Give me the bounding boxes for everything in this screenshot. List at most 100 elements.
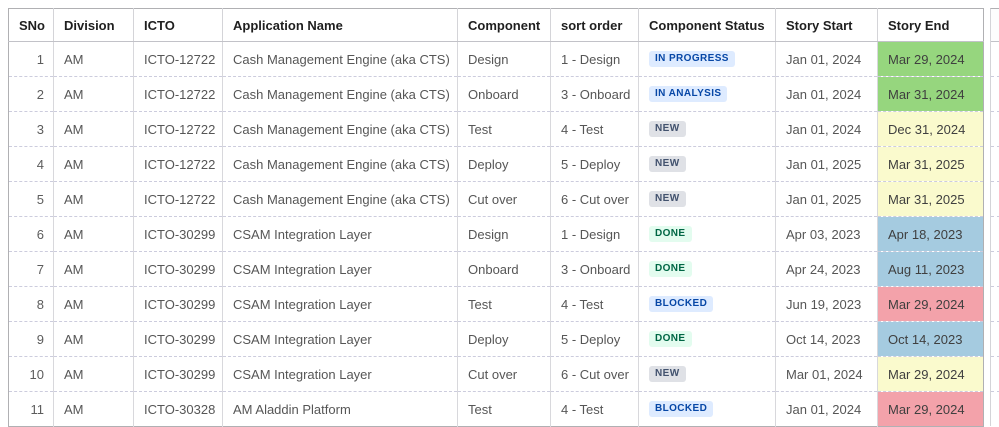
next-column-edge [990,8,999,426]
sno-cell: 9 [8,321,54,357]
story-start-cell: Oct 14, 2023 [775,321,878,357]
next-column-cell-sliver [991,252,999,287]
column-header-story-end[interactable]: Story End [877,8,984,42]
next-column-cell-sliver [991,287,999,322]
story-start-cell: Jan 01, 2024 [775,391,878,427]
sno-cell: 1 [8,41,54,77]
column-header-story-start[interactable]: Story Start [775,8,878,42]
component-status-cell: NEW [638,146,776,182]
component-status-cell: DONE [638,251,776,287]
sno-cell: 2 [8,76,54,112]
application-name-cell: CSAM Integration Layer [222,286,458,322]
status-badge: DONE [649,330,692,348]
column-header-division[interactable]: Division [53,8,134,42]
application-name-cell: CSAM Integration Layer [222,356,458,392]
story-start-cell: Jan 01, 2024 [775,76,878,112]
column-header-sno[interactable]: SNo [8,8,54,42]
division-cell: AM [53,216,134,252]
icto-cell: ICTO-12722 [133,146,223,182]
component-cell: Test [457,111,551,147]
component-status-cell: BLOCKED [638,286,776,322]
component-cell: Onboard [457,76,551,112]
icto-cell: ICTO-30299 [133,216,223,252]
status-badge: NEW [649,155,686,173]
sort-order-cell: 6 - Cut over [550,181,639,217]
sort-order-cell: 1 - Design [550,41,639,77]
component-cell: Deploy [457,321,551,357]
icto-cell: ICTO-30299 [133,321,223,357]
table-row: 5 AM ICTO-12722 Cash Management Engine (… [8,181,984,217]
table-row: 7 AM ICTO-30299 CSAM Integration Layer O… [8,251,984,287]
component-status-cell: IN PROGRESS [638,41,776,77]
division-cell: AM [53,76,134,112]
table-body: 1 AM ICTO-12722 Cash Management Engine (… [8,41,984,427]
column-header-sort-order[interactable]: sort order [550,8,639,42]
component-status-cell: DONE [638,216,776,252]
column-header-component-status[interactable]: Component Status [638,8,776,42]
next-column-cell-sliver [991,182,999,217]
story-end-cell: Mar 31, 2024 [877,76,984,112]
status-badge: NEW [649,190,686,208]
status-badge: IN ANALYSIS [649,85,728,103]
next-column-cell-sliver [991,357,999,392]
application-name-cell: CSAM Integration Layer [222,216,458,252]
story-start-cell: Mar 01, 2024 [775,356,878,392]
table-row: 11 AM ICTO-30328 AM Aladdin Platform Tes… [8,391,984,427]
table-row: 1 AM ICTO-12722 Cash Management Engine (… [8,41,984,77]
division-cell: AM [53,356,134,392]
sort-order-cell: 5 - Deploy [550,321,639,357]
sno-cell: 11 [8,391,54,427]
table-row: 9 AM ICTO-30299 CSAM Integration Layer D… [8,321,984,357]
story-start-cell: Apr 03, 2023 [775,216,878,252]
division-cell: AM [53,146,134,182]
application-name-cell: AM Aladdin Platform [222,391,458,427]
component-cell: Deploy [457,146,551,182]
sno-cell: 8 [8,286,54,322]
icto-cell: ICTO-12722 [133,76,223,112]
application-name-cell: CSAM Integration Layer [222,321,458,357]
sort-order-cell: 1 - Design [550,216,639,252]
story-start-cell: Jan 01, 2025 [775,181,878,217]
story-end-cell: Mar 31, 2025 [877,181,984,217]
component-status-cell: NEW [638,181,776,217]
icto-cell: ICTO-12722 [133,181,223,217]
sort-order-cell: 4 - Test [550,111,639,147]
sno-cell: 10 [8,356,54,392]
component-status-cell: IN ANALYSIS [638,76,776,112]
component-cell: Onboard [457,251,551,287]
column-header-component[interactable]: Component [457,8,551,42]
story-end-cell: Mar 29, 2024 [877,391,984,427]
sort-order-cell: 4 - Test [550,391,639,427]
story-end-cell: Aug 11, 2023 [877,251,984,287]
sno-cell: 5 [8,181,54,217]
next-column-header-sliver [991,9,999,42]
sort-order-cell: 6 - Cut over [550,356,639,392]
application-name-cell: Cash Management Engine (aka CTS) [222,111,458,147]
header-row: SNo Division ICTO Application Name Compo… [8,8,984,42]
sort-order-cell: 4 - Test [550,286,639,322]
status-badge: BLOCKED [649,400,714,418]
table-row: 6 AM ICTO-30299 CSAM Integration Layer D… [8,216,984,252]
application-name-cell: CSAM Integration Layer [222,251,458,287]
component-cell: Test [457,391,551,427]
project-status-table: SNo Division ICTO Application Name Compo… [8,8,984,427]
status-badge: BLOCKED [649,295,714,313]
icto-cell: ICTO-12722 [133,111,223,147]
sort-order-cell: 3 - Onboard [550,251,639,287]
component-cell: Test [457,286,551,322]
story-end-cell: Dec 31, 2024 [877,111,984,147]
component-cell: Design [457,41,551,77]
story-end-cell: Mar 29, 2024 [877,356,984,392]
table-row: 3 AM ICTO-12722 Cash Management Engine (… [8,111,984,147]
column-header-application-name[interactable]: Application Name [222,8,458,42]
column-header-icto[interactable]: ICTO [133,8,223,42]
application-name-cell: Cash Management Engine (aka CTS) [222,146,458,182]
next-column-cell-sliver [991,392,999,426]
story-start-cell: Jan 01, 2024 [775,41,878,77]
status-table: SNo Division ICTO Application Name Compo… [8,8,984,427]
story-start-cell: Apr 24, 2023 [775,251,878,287]
division-cell: AM [53,286,134,322]
next-column-cell-sliver [991,217,999,252]
component-cell: Cut over [457,356,551,392]
sort-order-cell: 5 - Deploy [550,146,639,182]
